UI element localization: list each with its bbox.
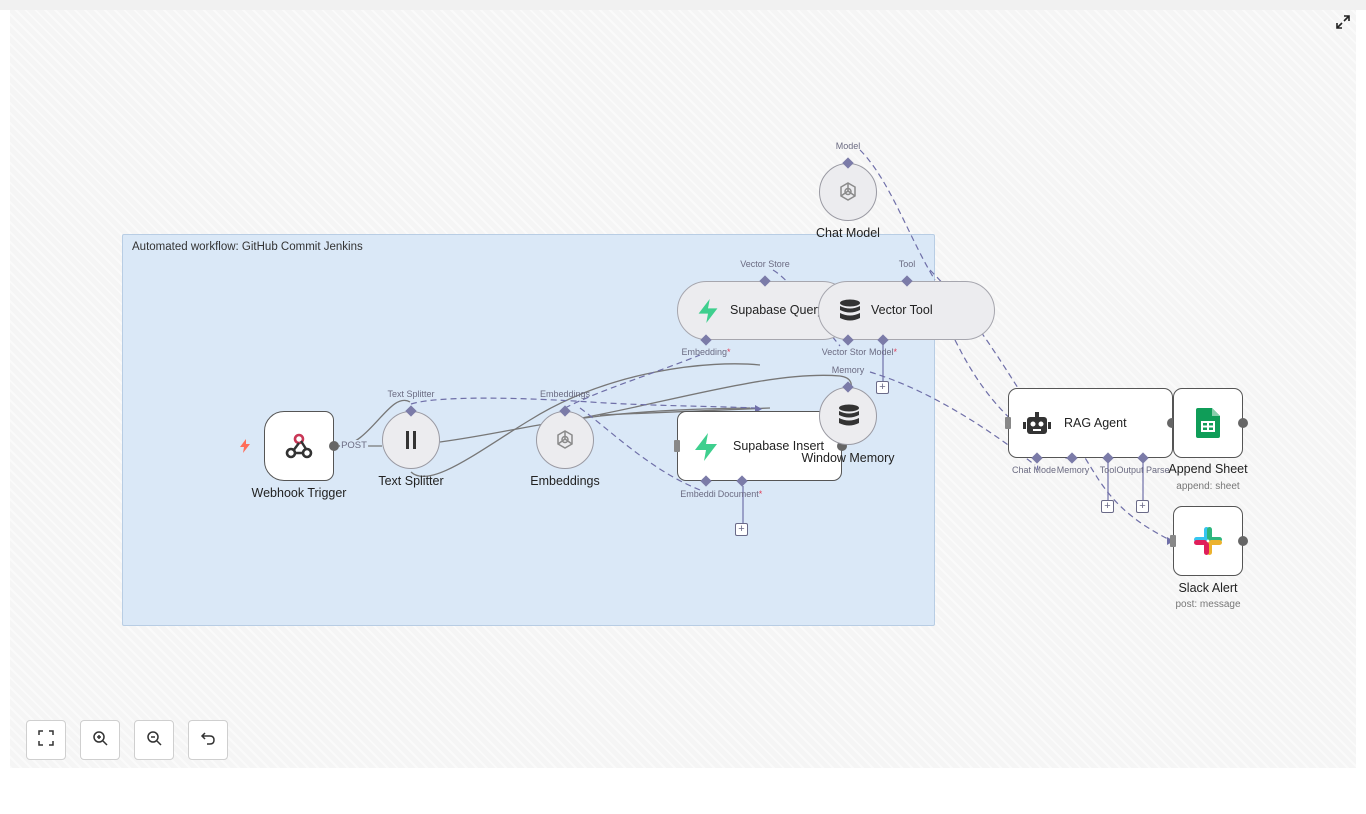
vector-tool-add-model-button[interactable]: + (876, 381, 889, 394)
embeddings-port-label: Embeddings (539, 389, 591, 399)
expand-icon[interactable] (1335, 14, 1351, 30)
rag-agent-tool-label: Tool (1099, 465, 1117, 475)
connections-layer (338, 149, 1180, 545)
embeddings-label: Embeddings (530, 474, 600, 488)
zoom-out-icon (146, 730, 162, 751)
slack-alert-output-port[interactable] (1238, 536, 1248, 546)
edge-agent-to-slack (1079, 449, 1171, 541)
append-sheet-label: Append Sheet (1168, 462, 1248, 476)
webhook-icon (283, 430, 315, 462)
fit-view-button[interactable] (26, 720, 66, 760)
chat-model-label: Chat Model (816, 226, 880, 240)
zoom-out-button[interactable] (134, 720, 174, 760)
window-memory-label: Window Memory (801, 451, 895, 465)
supabase-insert-document-label: Document* (717, 489, 763, 499)
supabase-query-node[interactable]: Supabase Query (677, 281, 852, 340)
supabase-insert-embedding-label: Embeddi (680, 489, 716, 499)
text-splitter-port-label: Text Splitter (387, 389, 435, 399)
text-splitter-label: Text Splitter (378, 474, 444, 488)
workflow-canvas[interactable]: Automated workflow: GitHub Commit Jenkin… (10, 10, 1356, 768)
append-sheet-node[interactable] (1173, 388, 1243, 458)
vector-tool-node[interactable]: Vector Tool (818, 281, 995, 340)
edge-memory-to-agent (869, 371, 1036, 466)
rag-agent-output-parser-label: Output Parse (1116, 465, 1170, 475)
edge-vectortool-to-agent (954, 339, 1071, 461)
text-splitter-icon (399, 428, 423, 452)
vector-tool-tool-label: Tool (898, 259, 916, 269)
chat-model-openai-icon (835, 179, 861, 205)
database-icon (835, 296, 865, 326)
vector-tool-label: Vector Tool (871, 303, 933, 317)
fit-view-icon (38, 729, 54, 751)
zoom-in-button[interactable] (80, 720, 120, 760)
vector-tool-model-label: Model* (868, 347, 898, 357)
webhook-trigger-node[interactable] (264, 411, 334, 481)
window-memory-node[interactable] (819, 387, 877, 445)
robot-icon (1021, 408, 1053, 440)
edge-splitter-to-query (410, 363, 761, 478)
edge-splitter-sub (410, 397, 756, 409)
edge-embeddings-to-query (564, 354, 701, 409)
slack-alert-label: Slack Alert (1178, 581, 1238, 595)
supabase-insert-add-document-button[interactable]: + (735, 523, 748, 536)
supabase-insert-label: Supabase Insert (733, 439, 825, 453)
rag-agent-node[interactable]: RAG Agent (1008, 388, 1173, 458)
supabase-insert-node[interactable]: Supabase Insert (677, 411, 842, 481)
supabase-query-label: Supabase Query (730, 303, 824, 317)
slack-alert-input-port[interactable] (1170, 535, 1176, 547)
rag-agent-memory-label: Memory (1056, 465, 1090, 475)
rag-agent-label: RAG Agent (1064, 416, 1127, 430)
append-sheet-sublabel: append: sheet (1176, 481, 1240, 492)
supabase-query-icon (693, 296, 723, 326)
vector-tool-vector-store-label: Vector Stor (821, 347, 867, 357)
webhook-output-port[interactable] (329, 441, 339, 451)
rag-agent-add-output-parser-button[interactable]: + (1136, 500, 1149, 513)
rag-agent-chat-model-label: Chat Mode (1011, 465, 1057, 475)
sticky-note-text: Automated workflow: GitHub Commit Jenkin… (132, 241, 363, 253)
rag-agent-add-tool-button[interactable]: + (1101, 500, 1114, 513)
edge-chatmodel-to-vectortool (859, 149, 936, 281)
top-strip (0, 0, 1366, 10)
post-edge-label: POST (340, 440, 368, 451)
undo-icon (200, 730, 216, 751)
openai-icon (552, 427, 578, 453)
supabase-query-embedding-label: Embedding* (681, 347, 731, 357)
slack-alert-node[interactable] (1173, 506, 1243, 576)
supabase-insert-input-port[interactable] (674, 440, 680, 452)
edge-embeddings-to-insert (579, 407, 701, 491)
google-sheets-icon (1192, 406, 1224, 440)
supabase-insert-output-port[interactable] (837, 441, 847, 451)
rag-agent-input-port[interactable] (1005, 417, 1011, 429)
window-memory-database-icon (836, 403, 862, 429)
chat-model-node[interactable] (819, 163, 877, 221)
append-sheet-output-port[interactable] (1238, 418, 1248, 428)
chat-model-port-label: Model (835, 141, 861, 151)
slack-icon (1192, 525, 1224, 557)
trigger-bolt-icon (239, 439, 251, 458)
undo-button[interactable] (188, 720, 228, 760)
webhook-trigger-label: Webhook Trigger (251, 486, 347, 500)
window-memory-port-label: Memory (831, 365, 865, 375)
rag-agent-output-port[interactable] (1167, 418, 1177, 428)
slack-alert-sublabel: post: message (1175, 599, 1241, 610)
zoom-in-icon (92, 730, 108, 751)
embeddings-node[interactable] (536, 411, 594, 469)
text-splitter-node[interactable] (382, 411, 440, 469)
supabase-query-vector-store-label: Vector Store (740, 259, 790, 269)
supabase-icon (690, 431, 722, 463)
